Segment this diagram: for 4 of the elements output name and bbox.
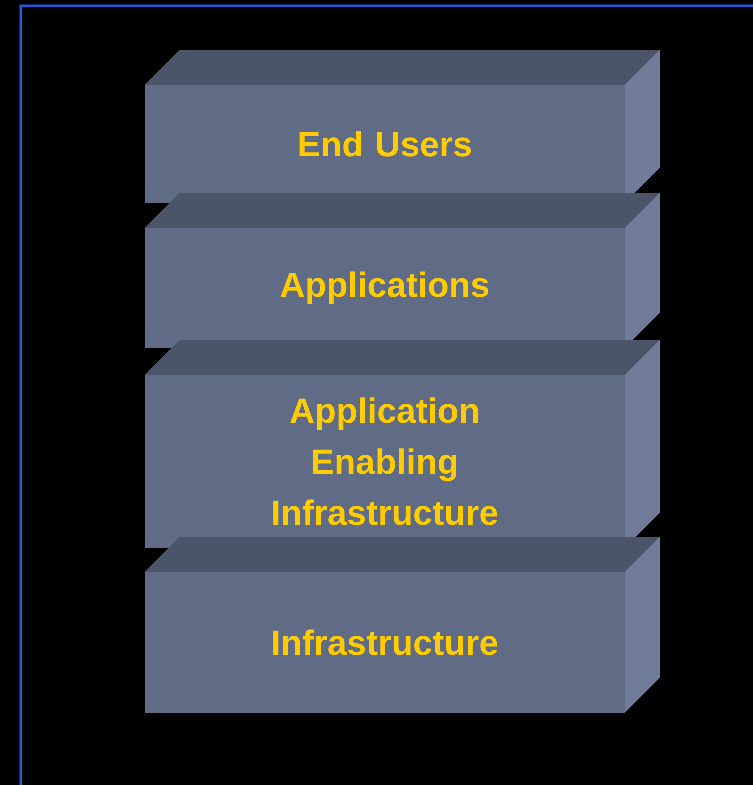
box: Infrastructure	[145, 537, 660, 713]
box: End Users	[145, 50, 660, 203]
box: Applications	[145, 193, 660, 348]
box: Application Enabling Infrastructure	[145, 340, 660, 548]
